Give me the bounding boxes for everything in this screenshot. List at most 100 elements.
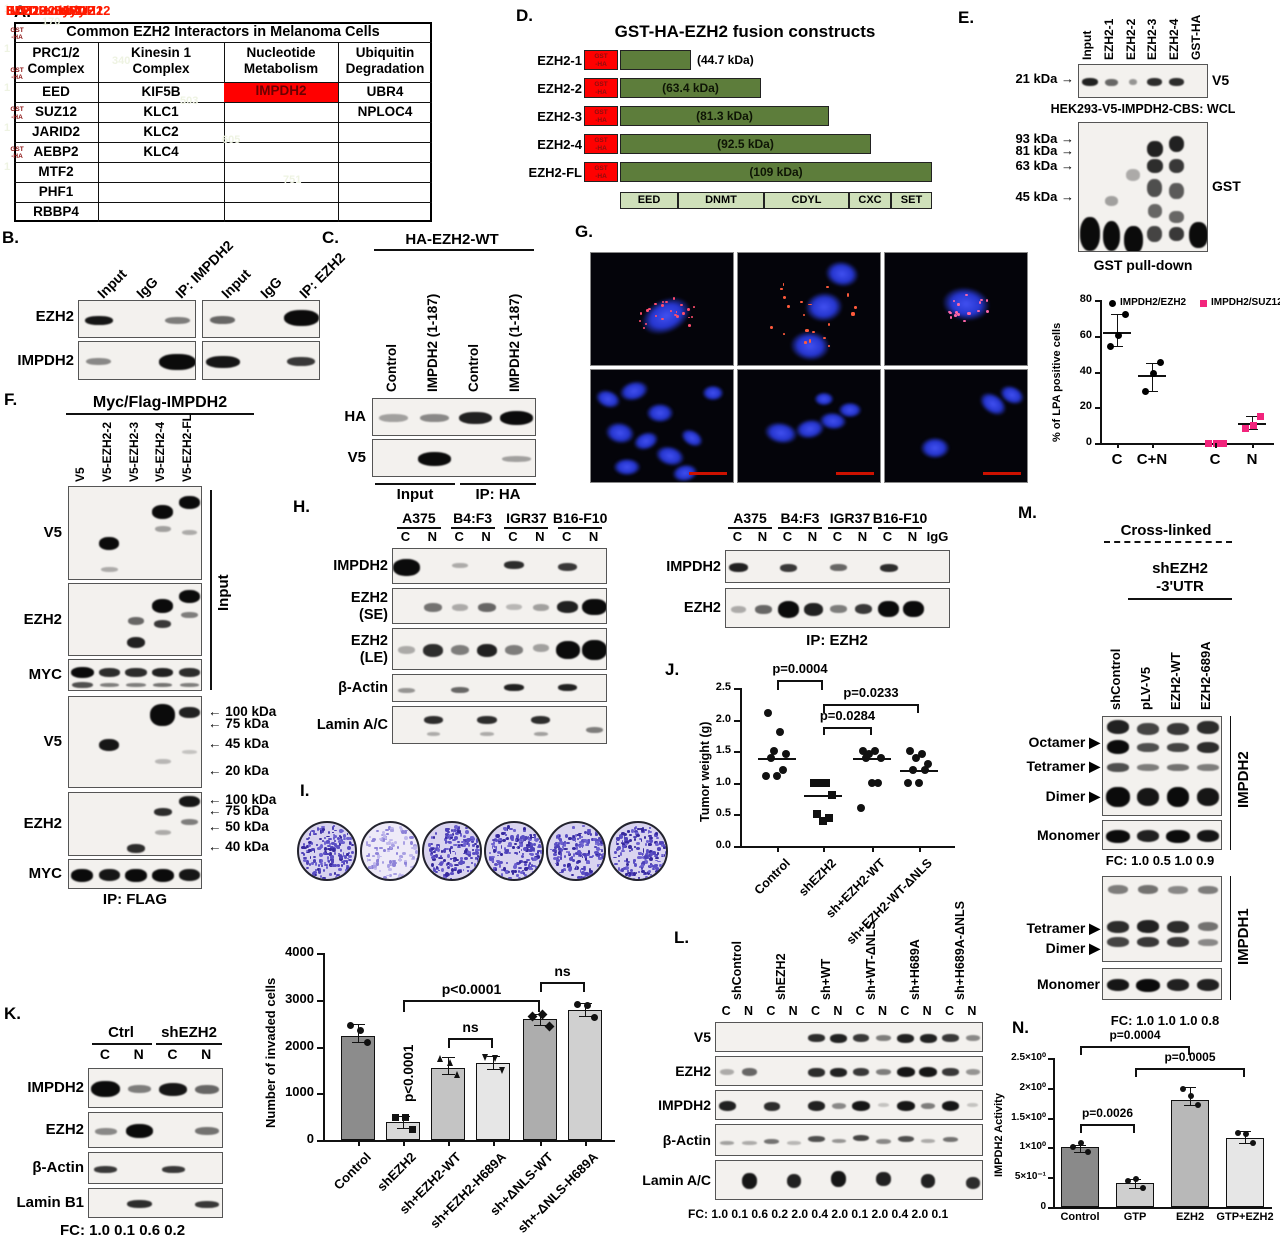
colony-speck bbox=[531, 836, 535, 839]
colony-speck bbox=[618, 834, 623, 839]
colony-speck bbox=[449, 850, 452, 855]
colony-speck bbox=[561, 845, 565, 849]
table-cell: NPLOC4 bbox=[357, 104, 413, 119]
arrow-label: Dimer ▶ bbox=[1045, 940, 1100, 957]
blot-band bbox=[287, 357, 316, 366]
colony-speck bbox=[301, 846, 306, 849]
colony-speck bbox=[558, 835, 561, 837]
colony-speck bbox=[372, 862, 376, 867]
colony-speck bbox=[472, 849, 475, 851]
colony-speck bbox=[654, 833, 658, 837]
data-point bbox=[770, 747, 778, 756]
blot-band bbox=[423, 643, 444, 657]
colony-speck bbox=[616, 842, 619, 845]
colony-speck bbox=[508, 851, 511, 855]
lane-label: EZH2-WT bbox=[1167, 652, 1183, 710]
colony-speck bbox=[567, 862, 571, 868]
colony-speck bbox=[537, 865, 541, 869]
median-line bbox=[804, 795, 842, 798]
blot-l-4 bbox=[715, 1160, 983, 1200]
y-axis bbox=[1053, 1058, 1055, 1207]
cell-line-label: B4:F3 bbox=[453, 510, 493, 526]
colony-speck bbox=[413, 846, 417, 850]
blot-band bbox=[1107, 885, 1129, 895]
construct-start: 1 bbox=[4, 3, 11, 15]
colony-speck bbox=[339, 836, 342, 839]
colony-speck bbox=[412, 865, 415, 870]
colony-speck bbox=[568, 857, 573, 862]
y-tick bbox=[1048, 1177, 1053, 1180]
colony-speck bbox=[329, 855, 335, 859]
colony-speck bbox=[461, 861, 466, 864]
colony-speck bbox=[382, 837, 386, 843]
colony-speck bbox=[652, 867, 655, 871]
colony-speck bbox=[620, 868, 624, 872]
blot-band bbox=[1167, 723, 1189, 735]
colony-speck bbox=[318, 837, 322, 840]
pvalue-bracket bbox=[823, 704, 919, 713]
colony-speck bbox=[632, 859, 636, 862]
colony-speck bbox=[456, 840, 461, 843]
colony-speck bbox=[572, 834, 575, 838]
x-category-label: GTP bbox=[1123, 1211, 1147, 1223]
data-point bbox=[782, 750, 790, 759]
colony-speck bbox=[661, 853, 665, 856]
y-tick bbox=[1048, 1117, 1053, 1120]
colony-speck bbox=[506, 828, 509, 831]
colony-speck bbox=[581, 846, 584, 848]
colony-speck bbox=[394, 840, 398, 844]
pla-dot bbox=[851, 312, 855, 316]
colony-speck bbox=[584, 855, 587, 859]
pla-dot bbox=[948, 310, 952, 314]
colony-speck bbox=[307, 837, 310, 840]
colony-speck bbox=[436, 865, 439, 869]
nucleus bbox=[822, 257, 861, 290]
colony-speck bbox=[302, 853, 306, 856]
blot-band bbox=[181, 750, 198, 755]
colony-speck bbox=[489, 857, 493, 861]
colony-speck bbox=[623, 836, 626, 840]
colony-speck bbox=[629, 871, 634, 875]
blot-band bbox=[1136, 830, 1160, 842]
colony-speck bbox=[376, 859, 379, 864]
lane-label: C bbox=[944, 1004, 955, 1018]
gst-ha-tag-text: GST -HA bbox=[594, 53, 608, 68]
colony-speck bbox=[346, 865, 350, 868]
colony-speck bbox=[520, 841, 523, 844]
construct-bar bbox=[620, 78, 761, 98]
x-tick bbox=[872, 846, 874, 852]
colony-speck bbox=[518, 850, 521, 854]
row-label: EZH2 (LE) bbox=[350, 633, 388, 666]
colony-speck bbox=[333, 825, 335, 827]
colony-speck bbox=[636, 856, 642, 860]
blot-band bbox=[763, 1101, 780, 1111]
data-point bbox=[767, 753, 775, 762]
data-point bbox=[436, 1055, 443, 1063]
colony-speck bbox=[561, 868, 564, 873]
colony-speck bbox=[527, 864, 530, 869]
colony-speck bbox=[468, 838, 471, 842]
colony-speck bbox=[540, 850, 542, 855]
y-tick-label: 80 bbox=[1079, 293, 1092, 305]
colony-speck bbox=[597, 840, 602, 843]
colony-speck bbox=[601, 853, 603, 857]
gst-ha-tag: GST -HA bbox=[584, 50, 618, 70]
colony-speck bbox=[649, 864, 653, 867]
colony-speck bbox=[412, 864, 418, 867]
blot-band bbox=[941, 1101, 960, 1111]
colony-speck bbox=[591, 854, 595, 857]
colony-speck bbox=[453, 824, 458, 829]
error-bar-cap bbox=[1246, 416, 1258, 418]
colony-speck bbox=[626, 839, 630, 843]
lane-label: shControl bbox=[1107, 648, 1123, 710]
cell-line-label: B16-F10 bbox=[552, 510, 608, 526]
blot-band bbox=[1169, 78, 1184, 86]
colony-speck bbox=[438, 862, 443, 867]
colony-speck bbox=[475, 845, 479, 848]
colony-speck bbox=[323, 841, 326, 846]
colony-speck bbox=[403, 859, 407, 863]
data-point bbox=[779, 766, 787, 775]
colony-speck bbox=[319, 859, 322, 863]
panel-g-label: G. bbox=[575, 222, 593, 241]
colony-speck bbox=[633, 829, 639, 834]
